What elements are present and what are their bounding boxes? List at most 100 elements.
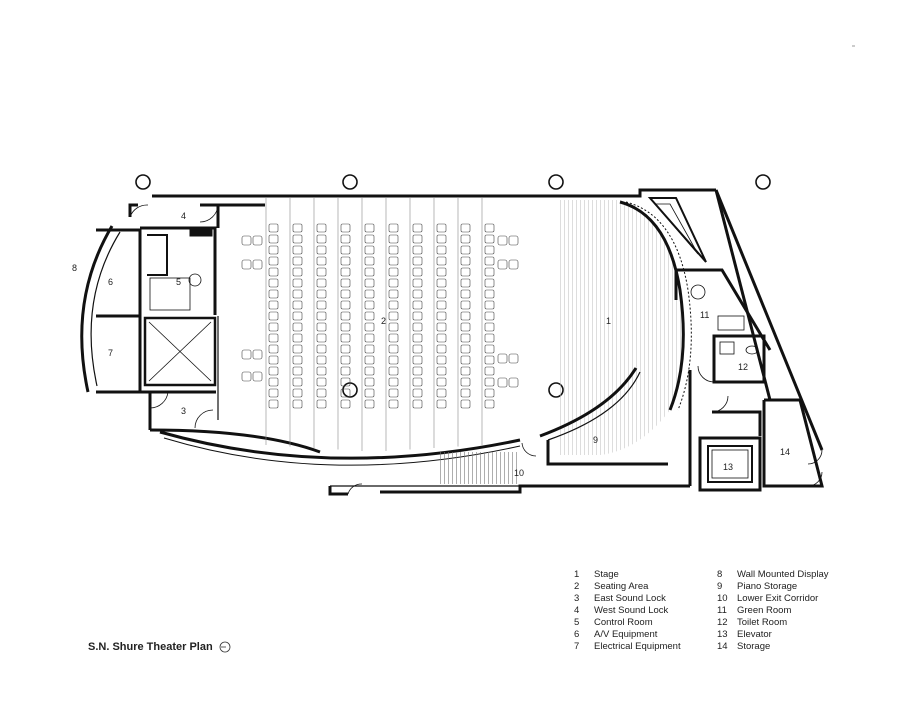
seat [460,377,471,387]
seat [436,377,447,387]
room-label-2: 2 [381,316,386,326]
loge-seat [508,259,519,270]
seat [292,311,303,321]
legend-number: 12 [717,617,728,628]
seat [412,223,423,233]
seat [412,234,423,244]
seat [316,245,327,255]
outer-walls [128,188,772,496]
legend-number: 1 [574,569,580,580]
seat [292,256,303,266]
seat [268,223,279,233]
seat [388,399,399,409]
seat [316,289,327,299]
seat [484,300,495,310]
loge-seat [252,349,263,360]
loge-seat [508,353,519,364]
seat [388,300,399,310]
room-label-7: 7 [108,348,113,358]
seat [316,377,327,387]
seat [340,278,351,288]
loge-seat [241,349,252,360]
seat [316,344,327,354]
room-label-1: 1 [606,316,611,326]
seat [268,245,279,255]
stage [539,200,692,466]
seat [316,311,327,321]
loge-seat [241,371,252,382]
seat [412,311,423,321]
legend-name: Seating Area [594,581,649,592]
loge-seat [497,259,508,270]
seat [388,355,399,365]
legend-name: Control Room [594,617,653,628]
seat [460,388,471,398]
seat [460,333,471,343]
legend-name: Electrical Equipment [594,641,681,652]
loge-seat [497,353,508,364]
seat [316,333,327,343]
seat [412,300,423,310]
seat [484,322,495,332]
legend-number: 10 [717,593,728,604]
legend-number: 8 [717,569,723,580]
seat [364,267,375,277]
legend-number: 2 [574,581,580,592]
room-label-8: 8 [72,263,77,273]
legend-name: Storage [737,641,771,652]
seat [364,256,375,266]
seating-area [159,198,521,466]
seat [436,256,447,266]
room-label-12: 12 [738,362,748,372]
seat [460,245,471,255]
legend-number: 3 [574,593,580,604]
seat [316,300,327,310]
seat [484,245,495,255]
seat [460,355,471,365]
north-arrow-icon [219,641,231,653]
seat [436,322,447,332]
legend-item: 3 East Sound Lock [574,593,681,605]
seat [436,355,447,365]
legend-name: A/V Equipment [594,629,658,640]
seat [412,245,423,255]
seat [340,399,351,409]
seat [460,300,471,310]
room-label-13: 13 [723,462,733,472]
seat [412,377,423,387]
room-label-3: 3 [181,406,186,416]
seat [412,344,423,354]
seat [268,344,279,354]
seat [436,311,447,321]
seat [460,311,471,321]
seat [436,234,447,244]
west-rooms [80,204,321,454]
seat [316,223,327,233]
lower-exit-corridor [330,442,537,495]
plan-title: S.N. Shure Theater Plan [88,641,213,653]
seat [388,333,399,343]
seat [484,333,495,343]
legend-number: 4 [574,605,580,616]
seat [292,223,303,233]
seat [388,322,399,332]
seat [364,388,375,398]
seat [316,399,327,409]
seat [364,355,375,365]
seat [268,234,279,244]
seat [388,234,399,244]
seat [268,267,279,277]
seat [388,256,399,266]
seat [316,355,327,365]
legend-name: East Sound Lock [594,593,666,604]
room-label-9: 9 [593,435,598,445]
